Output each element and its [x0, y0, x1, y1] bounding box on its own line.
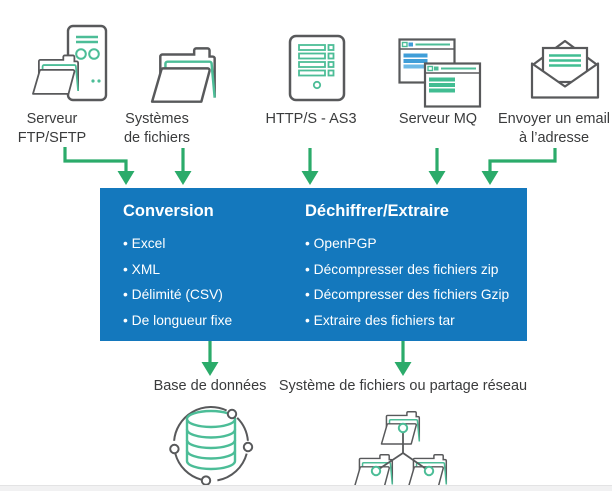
destination-label-database: Base de données [153, 378, 267, 394]
database-sync-icon [169, 406, 254, 486]
source-label-ftp-sftp: Serveur FTP/SFTP [17, 111, 87, 146]
source-label-file-systems: Systèmes de fichiers [123, 111, 191, 146]
list-item: OpenPGP [305, 231, 527, 257]
list-item: XML [123, 257, 305, 283]
list-item: Décompresser des fichiers Gzip [305, 282, 527, 308]
folder-network-icon [353, 410, 448, 488]
bottom-edge-strip [0, 485, 612, 491]
source-label-email: Envoyer un email à l’adresse [497, 111, 611, 146]
mq-server-windows-icon [398, 38, 482, 108]
conversion-list: Excel XML Délimité (CSV) De longueur fix… [123, 231, 305, 333]
arrow-email-to-box [488, 148, 557, 172]
conversion-title: Conversion [123, 202, 214, 220]
conversion-column: Conversion Excel XML Délimité (CSV) De l… [123, 200, 305, 341]
destination-label-fileshare: Système de fichiers ou partage réseau [278, 378, 528, 394]
source-label-http-as3: HTTP/S - AS3 [265, 111, 357, 127]
list-item: Délimité (CSV) [123, 282, 305, 308]
list-item: De longueur fixe [123, 308, 305, 334]
list-item: Excel [123, 231, 305, 257]
arrow-ftp-to-box [63, 147, 128, 172]
list-item: Extraire des fichiers tar [305, 308, 527, 334]
ftp-server-icon [32, 24, 108, 102]
http-as3-tablet-icon [288, 34, 346, 102]
source-label-mq: Serveur MQ [398, 111, 478, 127]
list-item: Décompresser des fichiers zip [305, 257, 527, 283]
extract-list: OpenPGP Décompresser des fichiers zip Dé… [305, 231, 527, 333]
email-envelope-icon [530, 39, 600, 99]
file-systems-folder-icon [150, 47, 216, 103]
extract-column: Déchiffrer/Extraire OpenPGP Décompresser… [305, 200, 527, 341]
process-box: Conversion Excel XML Délimité (CSV) De l… [100, 188, 527, 341]
extract-title: Déchiffrer/Extraire [305, 202, 449, 220]
